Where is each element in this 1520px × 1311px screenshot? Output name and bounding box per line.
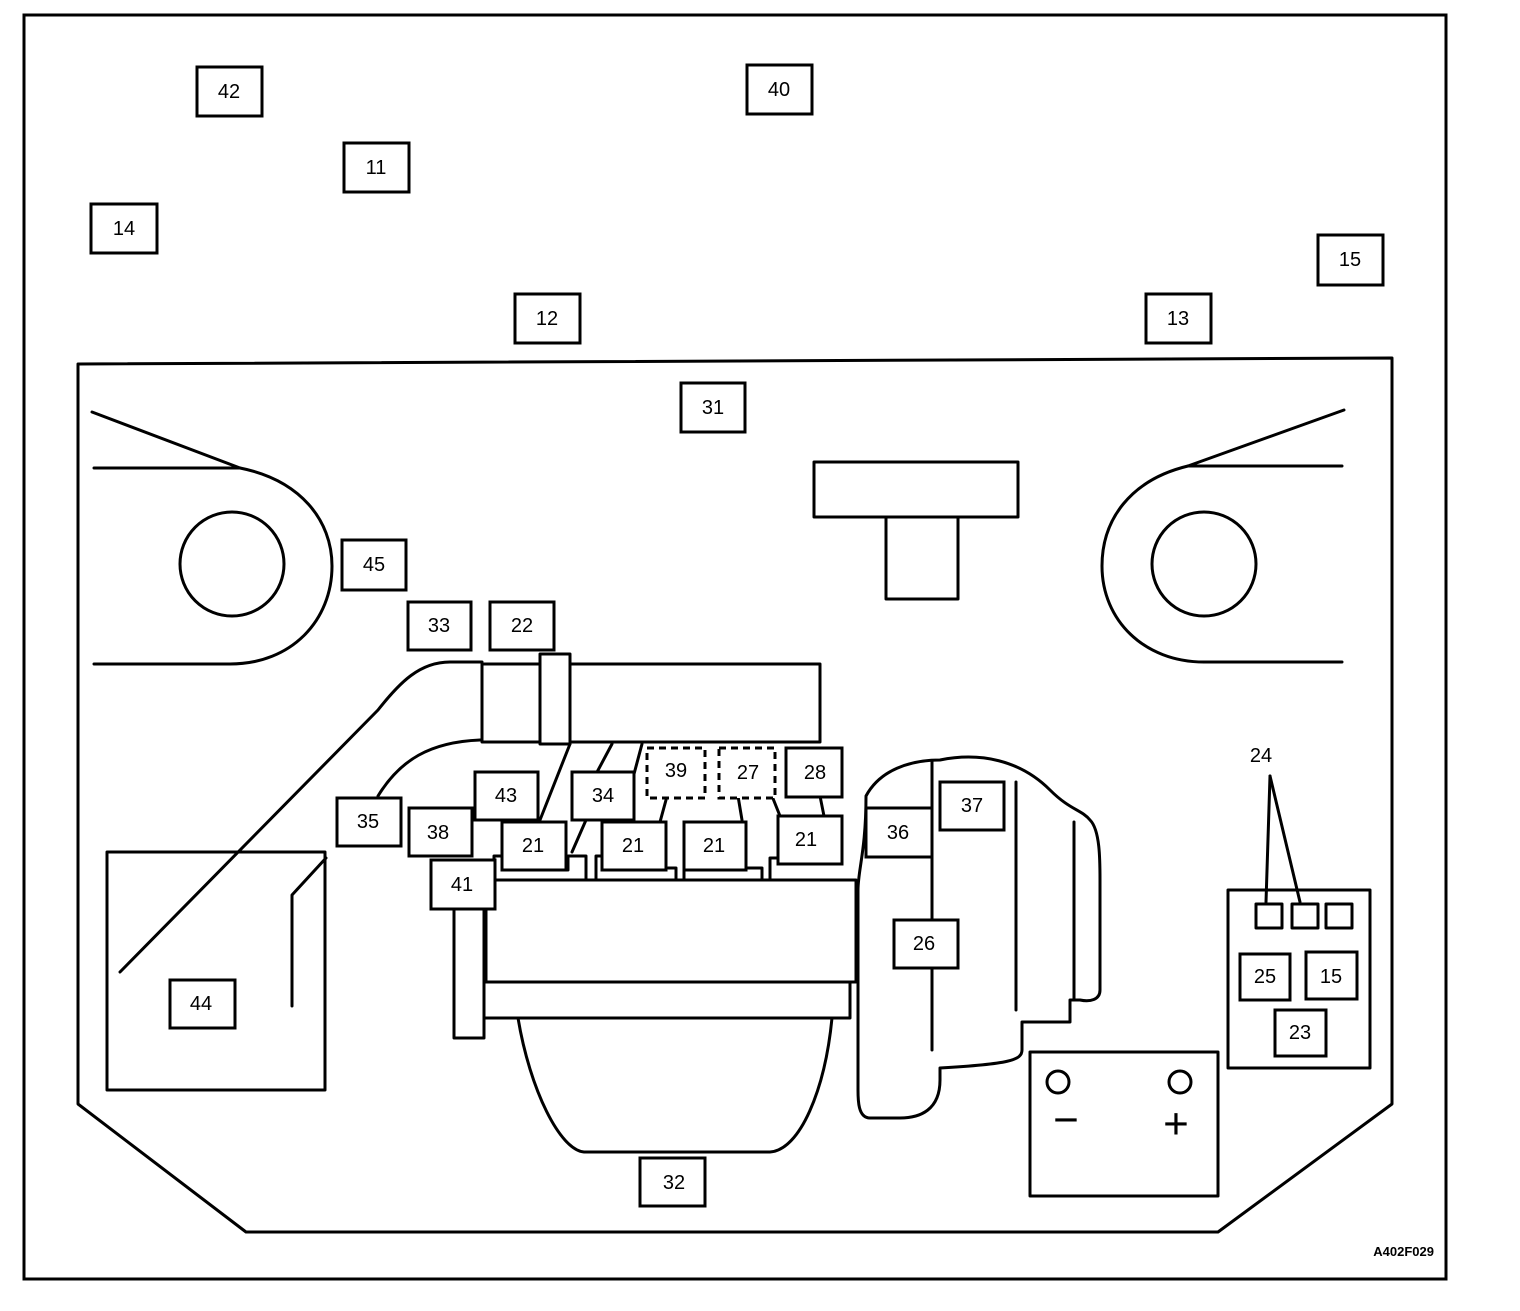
svg-text:13: 13	[1167, 308, 1189, 330]
t-shaped-bracket	[812, 460, 1020, 601]
svg-text:24: 24	[1250, 745, 1272, 767]
compartment-outline	[76, 356, 1394, 1234]
svg-text:31: 31	[702, 397, 724, 419]
callout-11: 11	[342, 141, 411, 194]
intake-manifold	[480, 652, 822, 746]
callout-25: 25	[1238, 952, 1292, 1002]
svg-text:21: 21	[703, 835, 725, 857]
battery-negative-symbol: −	[1053, 1096, 1079, 1145]
callout-38: 38	[407, 806, 474, 858]
callout-21-c: 21	[682, 820, 748, 872]
svg-text:15: 15	[1339, 249, 1361, 271]
svg-text:21: 21	[522, 835, 544, 857]
callout-34: 34	[570, 770, 636, 822]
left-wheel-housing	[90, 410, 334, 666]
relay-socket-1	[1254, 902, 1284, 930]
oil-pan	[516, 1016, 834, 1154]
svg-text:11: 11	[366, 157, 387, 179]
figure-id: A402F029	[1373, 1244, 1434, 1259]
callout-33: 33	[406, 600, 473, 652]
callout-41: 41	[429, 858, 497, 911]
intake-hose	[118, 660, 484, 974]
callout-42: 42	[195, 65, 264, 118]
callout-21-d: 21	[776, 814, 844, 866]
engine-block	[452, 878, 894, 1040]
svg-text:21: 21	[622, 835, 644, 857]
callout-12: 12	[513, 292, 582, 345]
svg-text:42: 42	[218, 81, 240, 103]
svg-text:43: 43	[495, 785, 517, 807]
right-wheel-housing	[1100, 408, 1346, 664]
svg-text:23: 23	[1289, 1022, 1311, 1044]
callout-24: 24	[1250, 745, 1272, 767]
callout-28: 28	[784, 746, 844, 799]
callout-13: 13	[1144, 292, 1213, 345]
callout-23: 23	[1273, 1008, 1328, 1058]
relay-socket-3	[1324, 902, 1354, 930]
relay-socket-2	[1290, 902, 1320, 930]
callout-45: 45	[340, 538, 408, 592]
svg-text:36: 36	[887, 822, 909, 844]
svg-text:25: 25	[1254, 966, 1276, 988]
svg-text:15: 15	[1320, 966, 1342, 988]
callout-35: 35	[335, 796, 403, 848]
callout-14: 14	[89, 202, 159, 255]
left-compartment-box	[105, 850, 327, 1092]
svg-text:45: 45	[363, 554, 385, 576]
callout-39: 39	[645, 746, 707, 800]
svg-text:14: 14	[113, 218, 135, 240]
svg-text:26: 26	[913, 933, 935, 955]
callout-32: 32	[638, 1156, 707, 1208]
svg-text:32: 32	[663, 1172, 685, 1194]
callout-40: 40	[745, 63, 814, 116]
battery: − +	[1028, 1050, 1220, 1198]
callout-15-relay: 15	[1304, 950, 1359, 1001]
hose-curve	[376, 738, 542, 798]
hose-branch	[290, 856, 328, 1008]
svg-text:12: 12	[536, 308, 558, 330]
callout-27: 27	[717, 746, 777, 800]
svg-text:35: 35	[357, 811, 379, 833]
svg-text:33: 33	[428, 615, 450, 637]
svg-text:44: 44	[190, 993, 212, 1015]
callout-21-a: 21	[500, 820, 568, 872]
battery-positive-symbol: +	[1163, 1100, 1189, 1149]
svg-text:28: 28	[804, 762, 826, 784]
svg-text:39: 39	[665, 760, 687, 782]
callout-21-b: 21	[600, 820, 668, 872]
svg-text:34: 34	[592, 785, 614, 807]
svg-text:22: 22	[511, 615, 533, 637]
svg-text:27: 27	[737, 762, 759, 784]
outer-frame	[22, 13, 1448, 1281]
callout-26: 26	[892, 918, 960, 970]
svg-text:38: 38	[427, 822, 449, 844]
callout-36: 36	[864, 806, 934, 859]
callout-44: 44	[168, 978, 237, 1030]
svg-text:37: 37	[961, 795, 983, 817]
harness-wires	[538, 742, 826, 854]
svg-text:40: 40	[768, 79, 790, 101]
callout-31: 31	[679, 381, 747, 434]
svg-text:41: 41	[451, 874, 473, 896]
callout-15-top: 15	[1316, 233, 1385, 287]
callout-43: 43	[473, 770, 540, 822]
callout-37: 37	[938, 780, 1006, 832]
callout-22: 22	[488, 600, 556, 652]
svg-text:21: 21	[795, 829, 817, 851]
